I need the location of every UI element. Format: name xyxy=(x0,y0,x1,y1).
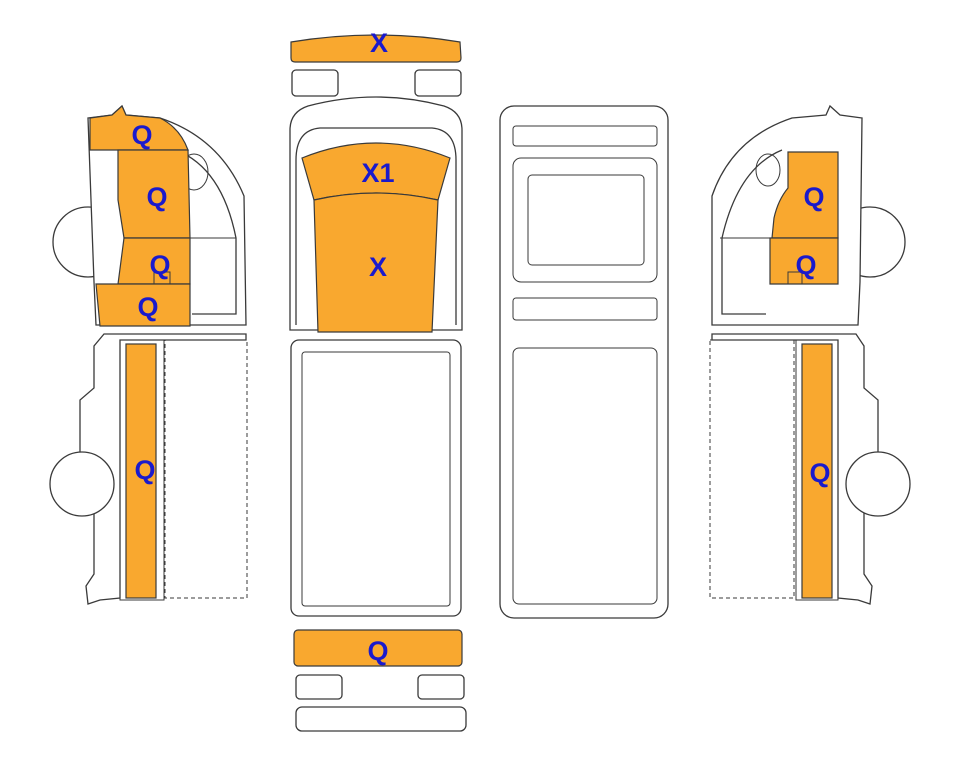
left-rear-wheel xyxy=(49,451,115,517)
underside-bed xyxy=(512,347,658,605)
rear-bumper-zone[interactable] xyxy=(293,629,463,667)
label-right-door-lower: Q xyxy=(795,250,816,280)
right-bed-frame xyxy=(795,339,839,601)
roof-zone[interactable] xyxy=(313,192,439,333)
label-right-door-upper: Q xyxy=(803,182,824,212)
underside-engine xyxy=(527,174,645,266)
label-hood: X1 xyxy=(361,158,394,188)
right-mirror xyxy=(755,153,781,187)
body-inner-top xyxy=(295,127,457,325)
underside-outline xyxy=(499,105,669,619)
left-bed-frame xyxy=(119,339,165,601)
label-left-bed-side: Q xyxy=(134,455,155,485)
right-door-handle xyxy=(787,271,803,285)
label-roof: X xyxy=(369,252,387,282)
bed-floor-top xyxy=(301,351,451,607)
label-right-bed-side: Q xyxy=(809,458,830,488)
bed-outline-top xyxy=(290,339,462,617)
right-bed-side-zone[interactable] xyxy=(801,343,833,599)
right-side-view xyxy=(709,104,911,605)
left-bed-dashed xyxy=(164,339,248,599)
left-side-view xyxy=(49,104,248,605)
underside-mid xyxy=(512,297,658,321)
left-taillight xyxy=(295,674,343,700)
right-headlight xyxy=(414,69,462,97)
underside-front xyxy=(512,125,658,147)
zone-labels: X X1 X Q Q Q Q Q Q Q Q Q xyxy=(131,28,830,666)
rear-step xyxy=(295,706,467,732)
right-rear-wheel xyxy=(845,451,911,517)
front-bumper-zone[interactable] xyxy=(290,34,462,63)
underside-engine-bay xyxy=(512,157,658,283)
underside-view xyxy=(499,105,669,619)
label-front-bumper: X xyxy=(370,28,388,58)
left-headlight xyxy=(291,69,339,97)
label-rear-bumper: Q xyxy=(367,636,388,666)
right-bed-dashed xyxy=(709,339,795,599)
label-left-sill: Q xyxy=(137,292,158,322)
left-bed-side-zone[interactable] xyxy=(125,343,157,599)
right-taillight xyxy=(417,674,465,700)
label-left-fender-top: Q xyxy=(131,120,152,150)
label-left-door-lower: Q xyxy=(149,250,170,280)
label-left-door-upper: Q xyxy=(146,182,167,212)
left-door-handle xyxy=(153,271,171,285)
top-view xyxy=(289,34,467,732)
